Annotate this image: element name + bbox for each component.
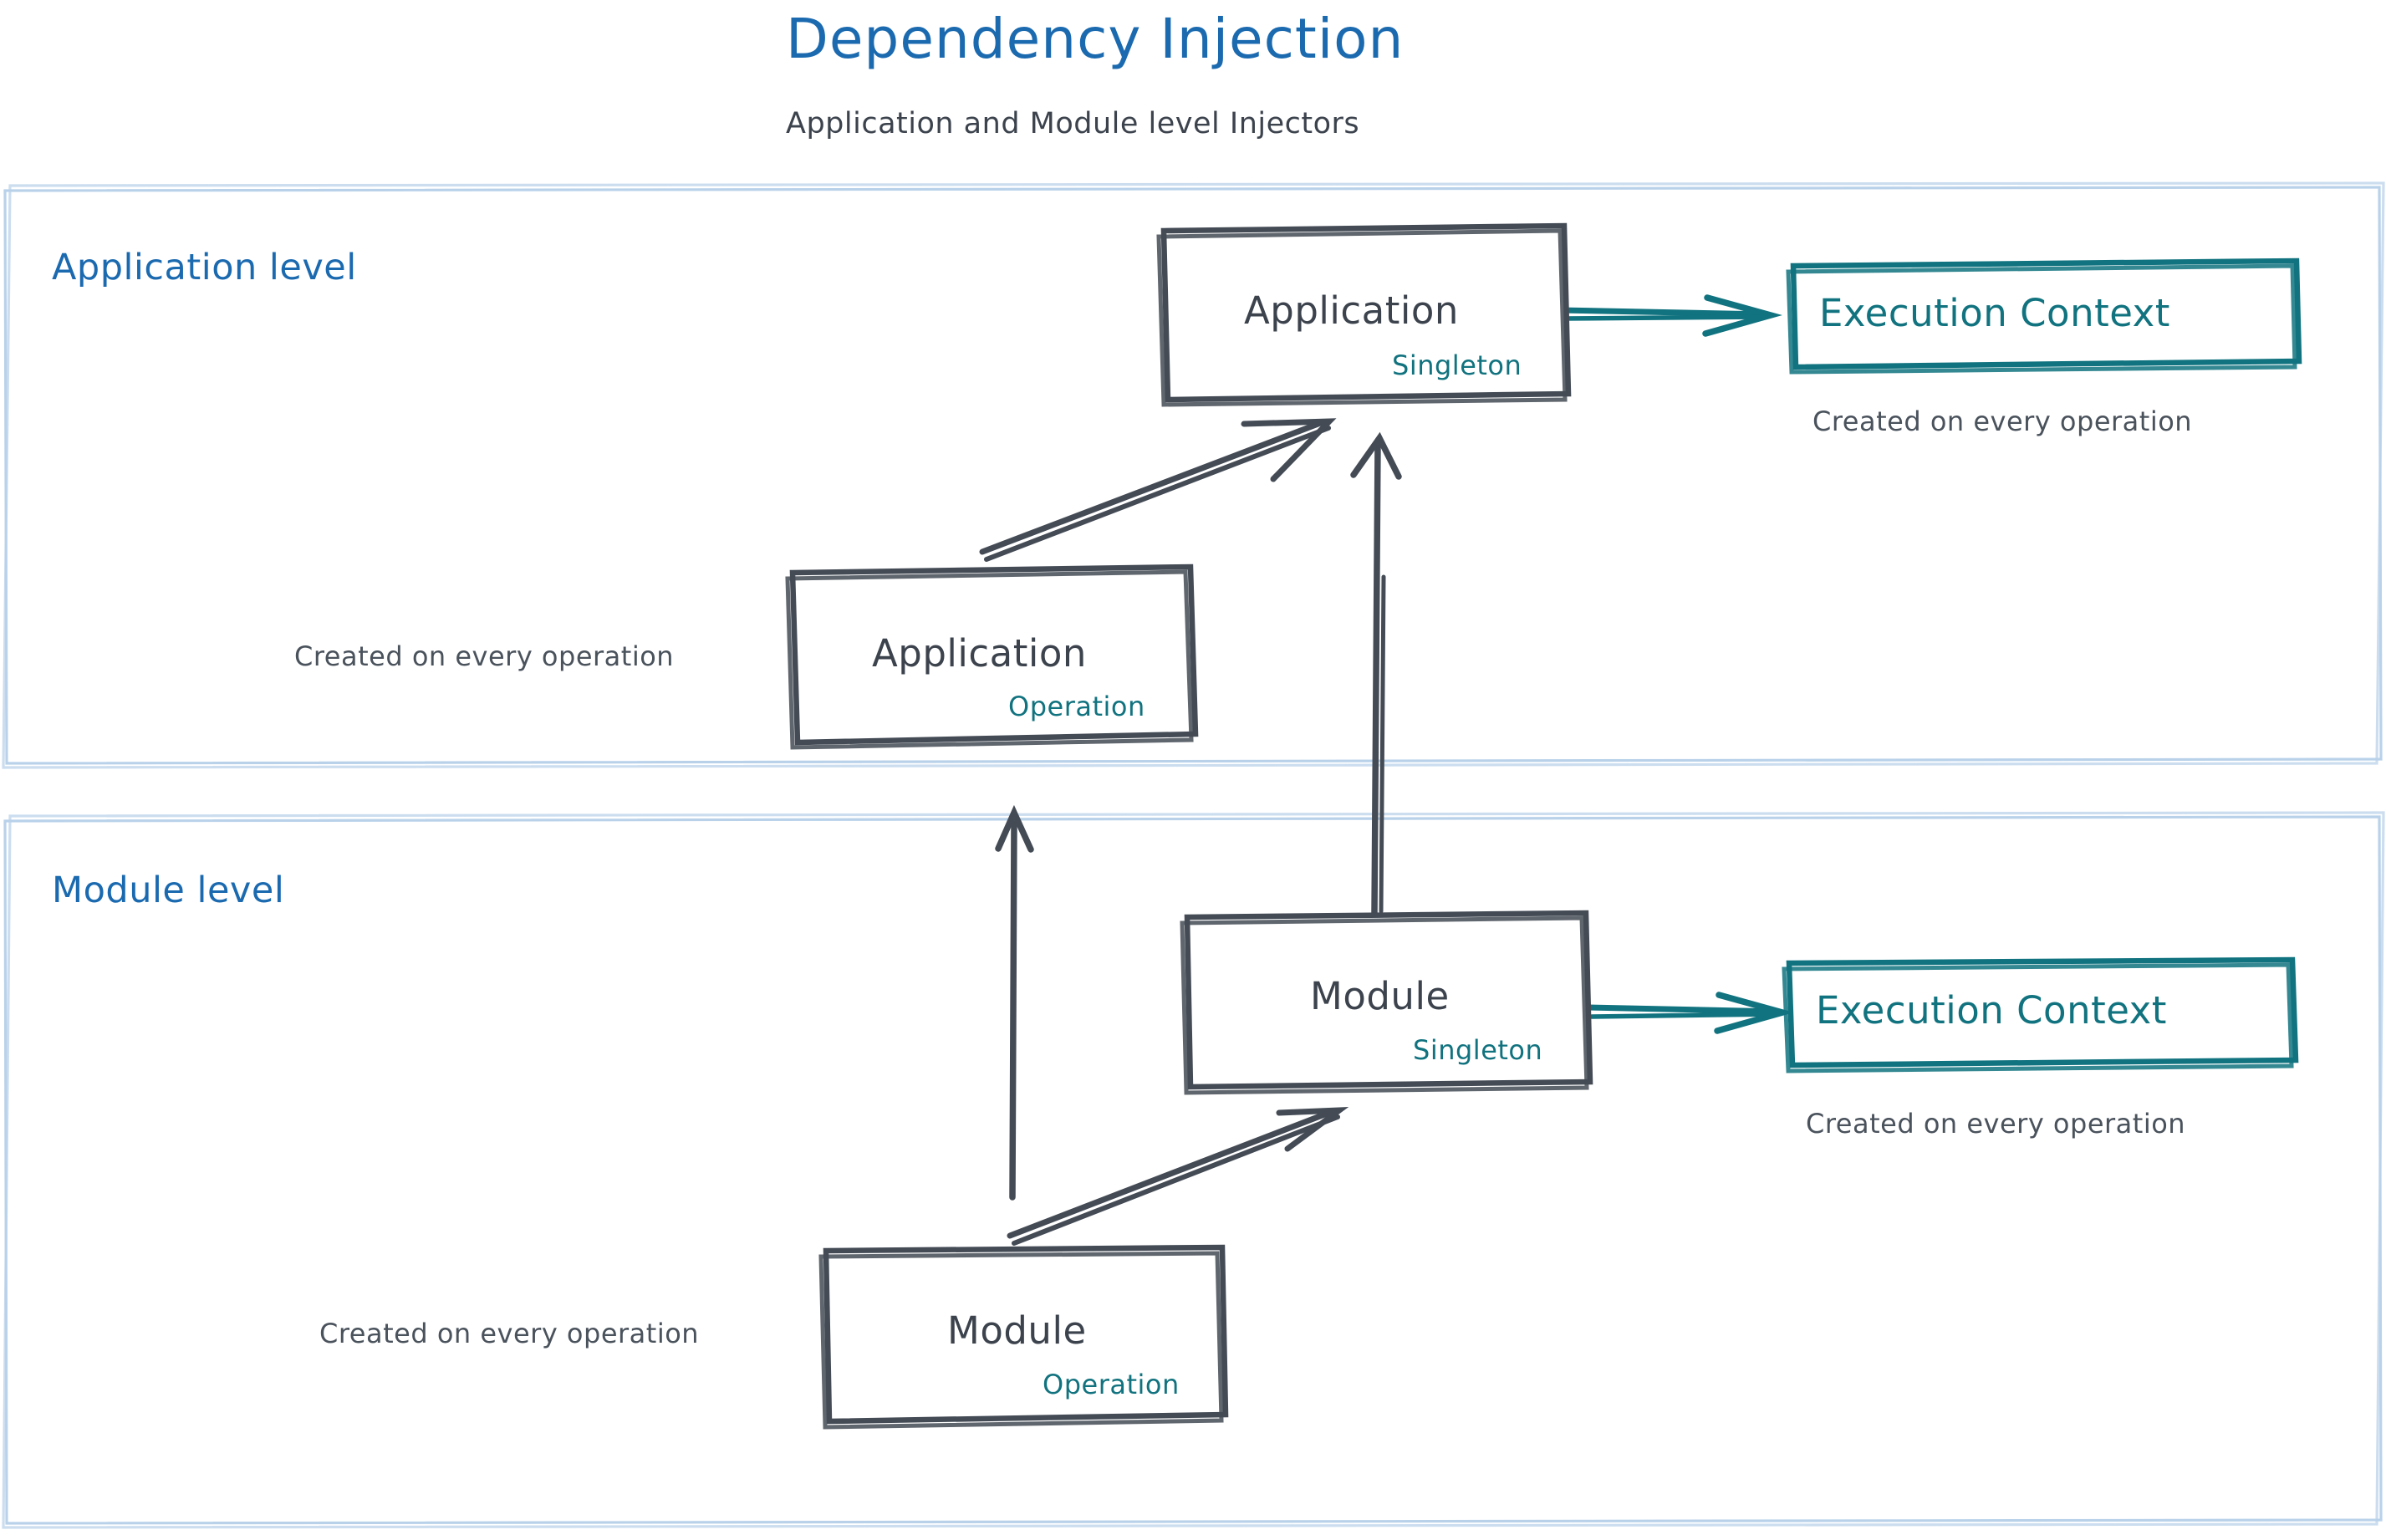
node-title-module-singleton: Module [1310, 974, 1450, 1018]
node-title-module-operation: Module [947, 1308, 1087, 1353]
node-tag-module-operation: Operation [1043, 1369, 1180, 1400]
edge-app-singleton-to-exec-context [1557, 294, 1782, 337]
node-title-application-operation: Application [872, 631, 1087, 676]
group-label-module-level: Module level [52, 869, 285, 911]
edge-module-singleton-to-app-singleton [1350, 431, 1402, 916]
node-tag-application-singleton: Singleton [1392, 349, 1522, 381]
edge-app-operation-to-app-singleton [979, 418, 1337, 562]
node-box-module-singleton[interactable] [1180, 910, 1593, 1095]
edge-module-singleton-to-exec-context [1585, 992, 1794, 1034]
caption-exec-context-application: Created on every operation [1812, 405, 2193, 437]
page-title: Dependency Injection [786, 7, 1405, 71]
node-title-execution-context-module: Execution Context [1816, 988, 2167, 1033]
group-container-module-level [2, 811, 2385, 1529]
node-tag-module-singleton: Singleton [1413, 1034, 1543, 1066]
edge-module-operation-to-app-operation [995, 804, 1034, 1201]
node-title-execution-context-application: Execution Context [1819, 291, 2170, 335]
caption-module-operation: Created on every operation [319, 1318, 700, 1349]
node-box-application-operation[interactable] [785, 563, 1199, 750]
node-box-execution-context-module[interactable] [1782, 956, 2299, 1073]
node-box-application-singleton[interactable] [1156, 222, 1572, 407]
group-label-application-level: Application level [52, 247, 357, 288]
node-box-module-operation[interactable] [818, 1244, 1229, 1430]
node-box-execution-context-application[interactable] [1786, 258, 2302, 375]
caption-exec-context-module: Created on every operation [1806, 1108, 2186, 1140]
caption-application-operation: Created on every operation [294, 640, 675, 672]
node-tag-application-operation: Operation [1008, 691, 1145, 722]
group-container-application-level [2, 181, 2385, 769]
edge-module-operation-to-module-singleton [1007, 1107, 1349, 1246]
page-subtitle: Application and Module level Injectors [786, 107, 1360, 140]
node-title-application-singleton: Application [1244, 288, 1459, 333]
